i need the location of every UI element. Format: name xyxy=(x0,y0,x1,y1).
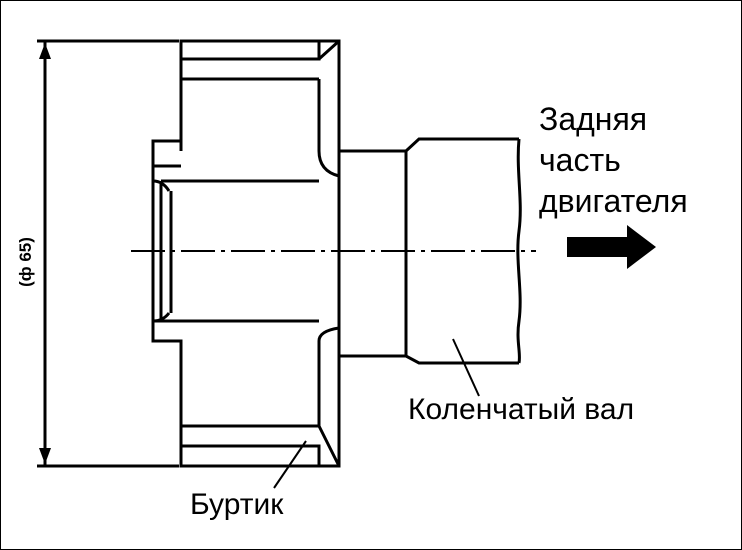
dimension-line xyxy=(37,39,179,468)
inner-pocket xyxy=(159,179,319,323)
collar-leader xyxy=(273,440,307,489)
rear-label-line-2: часть xyxy=(539,142,621,178)
bore-top-wall xyxy=(181,41,321,61)
collar-label: Буртик xyxy=(190,488,284,521)
crank-leader xyxy=(452,338,480,397)
bore-bottom-wall xyxy=(181,444,321,466)
dimension-arrow-top xyxy=(39,43,51,59)
rear-label-line-3: двигателя xyxy=(539,183,688,219)
pocket-curve-top xyxy=(152,179,171,192)
collar-chamfer-top xyxy=(317,39,341,178)
shaft-break xyxy=(516,138,522,364)
crankshaft-label: Коленчатый вал xyxy=(408,393,635,426)
collar-chamfer-bottom xyxy=(317,326,341,467)
pocket-curve-bottom xyxy=(152,312,171,323)
shaft-outline xyxy=(339,137,519,365)
rear-of-engine-label: Задняя часть двигателя xyxy=(539,99,688,222)
diameter-label: (ф 65) xyxy=(16,237,35,287)
flange-outline xyxy=(151,39,341,468)
arrow-right-icon xyxy=(567,225,656,269)
flange-step xyxy=(153,141,183,323)
dimension-arrow-bottom xyxy=(39,448,51,464)
rear-label-line-1: Задняя xyxy=(539,101,648,137)
